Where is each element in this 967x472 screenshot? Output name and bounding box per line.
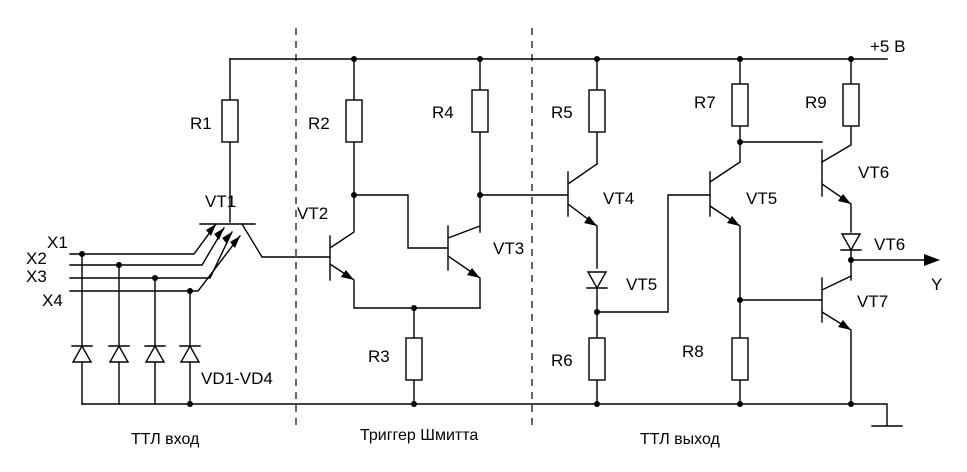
input-label-x2: X2: [26, 249, 47, 268]
junction: [411, 305, 417, 311]
vt7-collector: [821, 275, 852, 291]
input-label-x1: X1: [47, 233, 68, 252]
r2-label: R2: [308, 114, 330, 133]
junction: [594, 401, 600, 407]
junction: [737, 401, 743, 407]
ground-rail: [81, 403, 903, 427]
section-label-input: ТТЛ вход: [131, 431, 200, 448]
vt2-collector: [329, 194, 449, 249]
junction: [351, 192, 357, 198]
vt1-emitter-arrow-1: [206, 224, 216, 236]
input-label-x3: X3: [26, 267, 47, 286]
vt5-label: VT5: [746, 189, 777, 208]
junction: [477, 56, 483, 62]
junction: [187, 401, 193, 407]
vt4-emitter: [567, 203, 598, 269]
x1-line: [69, 223, 217, 255]
junction: [79, 251, 85, 257]
r3: [405, 337, 423, 381]
vt2-label: VT2: [297, 204, 328, 223]
vt4-emitter-arrow: [584, 216, 597, 226]
vt5-base-wire: [596, 194, 711, 313]
r6: [588, 337, 606, 381]
vt1-emitter-arrow-3: [222, 232, 232, 244]
vt7-emitter-arrow: [838, 320, 851, 330]
r4-label: R4: [432, 103, 454, 122]
r1: [221, 99, 239, 143]
r1-label: R1: [190, 114, 212, 133]
output-arrow: [924, 254, 940, 266]
diode-vd1: [71, 344, 93, 363]
vt4-collector: [567, 163, 598, 185]
input-label-x4: X4: [42, 291, 63, 310]
vt3-collector: [447, 225, 481, 239]
diode-vd3: [144, 344, 166, 363]
junction: [187, 288, 193, 294]
junction: [848, 56, 854, 62]
level-diode-label: VT5: [626, 275, 657, 294]
diode-vd2: [108, 344, 130, 363]
vt2-emitter: [329, 263, 481, 309]
diode-output: [840, 233, 862, 252]
r9-label: R9: [805, 93, 827, 112]
r6-label: R6: [551, 351, 573, 370]
vt7-label: VT7: [857, 292, 888, 311]
vd-label: VD1-VD4: [201, 369, 273, 388]
junction: [152, 275, 158, 281]
vt6-label: VT6: [858, 163, 889, 182]
x3-line: [69, 231, 233, 279]
vt6-collector: [821, 125, 852, 163]
vt1-collector: [241, 223, 331, 258]
r5: [588, 89, 606, 133]
section-label-output: ТТЛ выход: [640, 431, 721, 448]
junction: [594, 56, 600, 62]
vt4-label: VT4: [603, 189, 634, 208]
section-label-trigger: Триггер Шмитта: [360, 427, 478, 444]
r8: [731, 337, 749, 381]
junction: [848, 401, 854, 407]
output-label: Y: [931, 275, 942, 294]
vt5-collector: [709, 161, 741, 183]
junction: [351, 56, 357, 62]
vt5-emitter: [709, 205, 741, 339]
vt5-emitter-arrow: [727, 216, 740, 226]
diode-level-shift: [586, 271, 608, 290]
vt1-label: VT1: [205, 192, 236, 211]
r4: [471, 89, 489, 133]
diode-vd4: [179, 344, 201, 363]
x2-line: [69, 227, 225, 266]
r7-label: R7: [694, 93, 716, 112]
diode-wires: [81, 253, 191, 405]
r7: [731, 83, 749, 127]
r9: [842, 83, 860, 127]
vt6-emitter: [821, 183, 852, 233]
vt3-label: VT3: [493, 239, 524, 258]
r3-label: R3: [368, 347, 390, 366]
r8-label: R8: [682, 342, 704, 361]
r5-label: R5: [551, 103, 573, 122]
junction: [737, 56, 743, 62]
junction: [411, 401, 417, 407]
x4-line: [69, 235, 241, 292]
r2: [345, 99, 363, 143]
vt3-emitter: [447, 255, 481, 309]
vt1-emitter-arrow-2: [214, 228, 224, 240]
vt1-emitter-arrow-4: [230, 236, 240, 248]
vt6-emitter-arrow: [838, 194, 851, 204]
junction: [116, 262, 122, 268]
supply-label: +5 В: [870, 37, 905, 56]
vt2-emitter-arrow: [341, 270, 354, 280]
output-diode-label: VT6: [874, 235, 905, 254]
vt3-emitter-arrow: [467, 268, 480, 278]
